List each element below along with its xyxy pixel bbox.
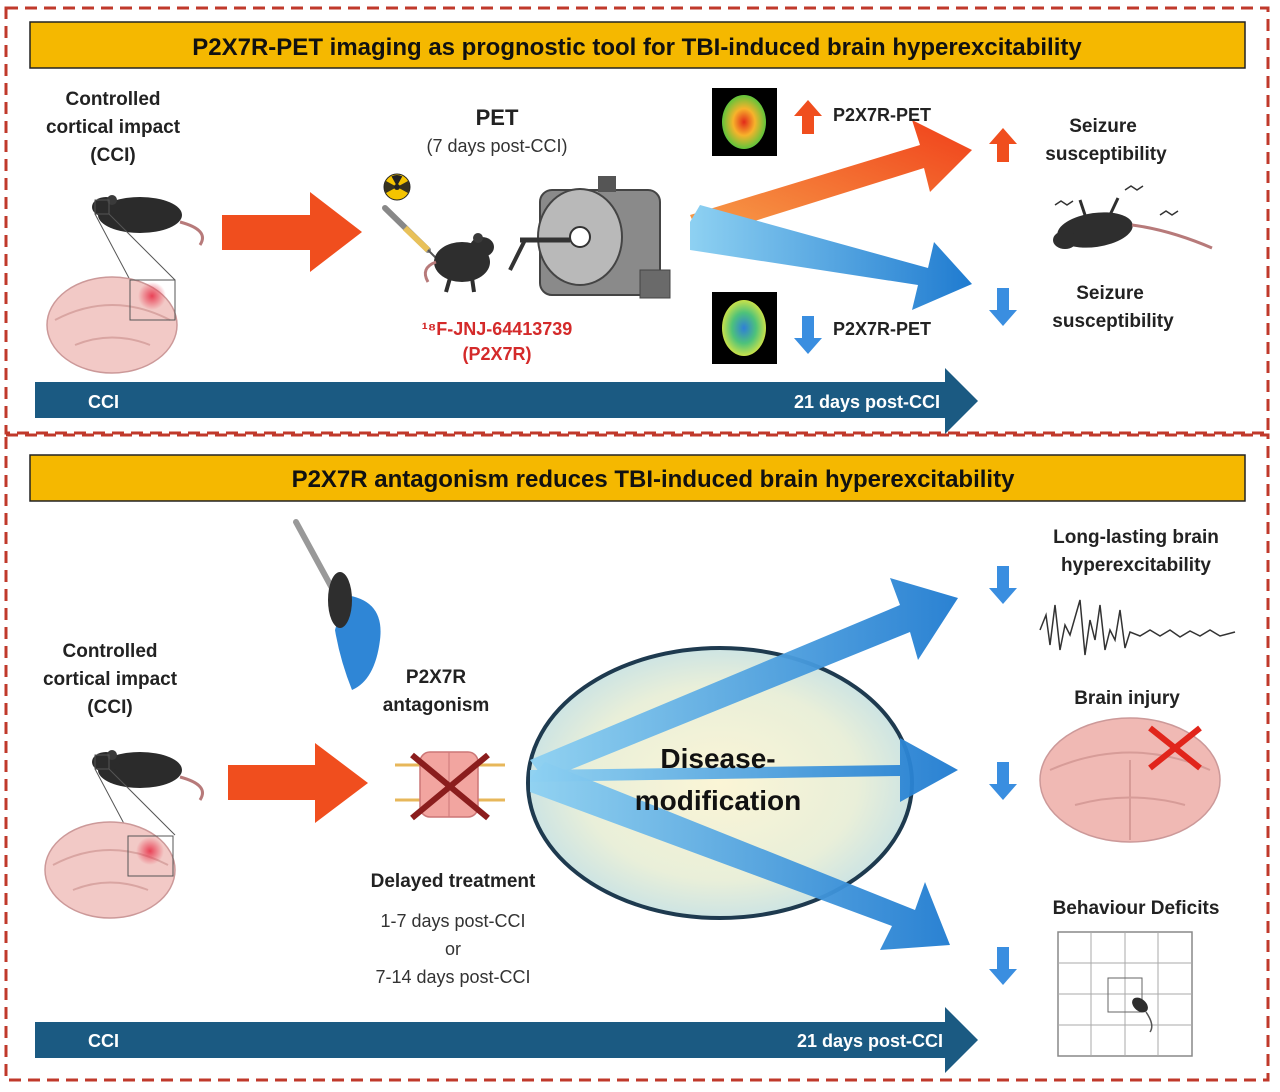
disease-mod-label-1: Disease-: [660, 743, 775, 774]
seizure-low-label-1: Seizure: [1076, 283, 1144, 304]
top-arrow-up: [690, 120, 972, 238]
outcome-3-down-arrow: [989, 947, 1017, 985]
outcome-arrow-1: [530, 578, 958, 780]
top-title: P2X7R-PET imaging as prognostic tool for…: [192, 34, 1082, 61]
bottom-timeline-start: CCI: [88, 1031, 119, 1051]
receptor-blocked-icon: [395, 751, 505, 821]
treatment-title: Delayed treatment: [371, 871, 536, 892]
bottom-timeline-arrow: [35, 1007, 978, 1073]
outcome-arrow-2: [530, 738, 958, 802]
bottom-title: P2X7R antagonism reduces TBI-induced bra…: [292, 466, 1016, 493]
seizing-mouse-icon: [1053, 185, 1213, 250]
pet-low-label: P2X7R-PET: [833, 319, 931, 339]
top-arrow-down: [690, 205, 972, 310]
pet-high-up-arrow: [794, 100, 822, 134]
pet-scanner-icon: [508, 176, 671, 299]
radiation-icon: [383, 173, 411, 201]
seizure-high-up-arrow: [989, 128, 1017, 162]
pet-high-label: P2X7R-PET: [833, 105, 931, 125]
tracer-target: (P2X7R): [462, 344, 531, 364]
bottom-cci-label-3: (CCI): [87, 697, 132, 718]
top-brain-section-icon: [46, 276, 178, 374]
top-cci-label-2: cortical impact: [46, 117, 181, 138]
top-timeline-arrow: [35, 368, 978, 434]
outcome-1-down-arrow: [989, 566, 1017, 604]
top-cci-label-1: Controlled: [66, 89, 161, 110]
top-zoom-line-2: [108, 213, 176, 281]
treatment-line-1: 1-7 days post-CCI: [380, 911, 525, 931]
outcome-1-label-1: Long-lasting brain: [1053, 527, 1219, 548]
injection-hand-icon: [293, 519, 381, 690]
brain-injury-icon: [1039, 717, 1221, 843]
outcome-1-label-2: hyperexcitability: [1061, 555, 1211, 576]
pet-mouse-icon: [423, 233, 494, 293]
eeg-trace-icon: [1039, 599, 1236, 656]
pet-scan-low-icon: [712, 292, 777, 364]
top-title-bar: [29, 21, 1246, 69]
tracer-name: ¹⁸F-JNJ-64413739: [422, 319, 573, 339]
seizure-low-down-arrow: [989, 288, 1017, 326]
outcome-3-label: Behaviour Deficits: [1053, 898, 1220, 919]
outcome-arrow-3: [530, 762, 950, 950]
top-cci-label-3: (CCI): [90, 145, 135, 166]
bottom-mouse-icon: [92, 750, 204, 801]
bottom-zoom-line-2: [108, 768, 176, 836]
bottom-cci-label-1: Controlled: [63, 641, 158, 662]
top-panel-border: [4, 6, 1270, 435]
outcome-2-down-arrow: [989, 762, 1017, 800]
antagonism-label-2: antagonism: [383, 695, 490, 716]
open-field-test-icon: [1057, 931, 1193, 1057]
top-timeline-end: 21 days post-CCI: [794, 392, 940, 412]
treatment-line-2: or: [445, 939, 461, 959]
outcome-2-label: Brain injury: [1074, 688, 1180, 709]
seizure-high-label-2: susceptibility: [1045, 144, 1167, 165]
bottom-cci-label-2: cortical impact: [43, 669, 178, 690]
bottom-red-arrow: [228, 743, 368, 823]
bottom-timeline-end: 21 days post-CCI: [797, 1031, 943, 1051]
seizure-high-label-1: Seizure: [1069, 116, 1137, 137]
pet-low-down-arrow: [794, 316, 822, 354]
pet-title: PET: [476, 105, 519, 130]
top-zoom-line-1: [94, 213, 131, 281]
bottom-title-bar: [29, 454, 1246, 502]
pet-subtitle: (7 days post-CCI): [426, 136, 567, 156]
top-timeline-start: CCI: [88, 392, 119, 412]
pet-scan-high-icon: [712, 88, 777, 156]
disease-mod-label-2: modification: [635, 785, 801, 816]
bottom-brain-section-icon: [44, 821, 176, 919]
top-mouse-icon: [92, 195, 204, 246]
syringe-icon: [382, 205, 439, 261]
seizure-low-label-2: susceptibility: [1052, 311, 1174, 332]
treatment-line-3: 7-14 days post-CCI: [375, 967, 530, 987]
antagonism-label-1: P2X7R: [406, 667, 466, 688]
bottom-panel-border: [4, 433, 1270, 1082]
top-red-arrow: [222, 192, 362, 272]
